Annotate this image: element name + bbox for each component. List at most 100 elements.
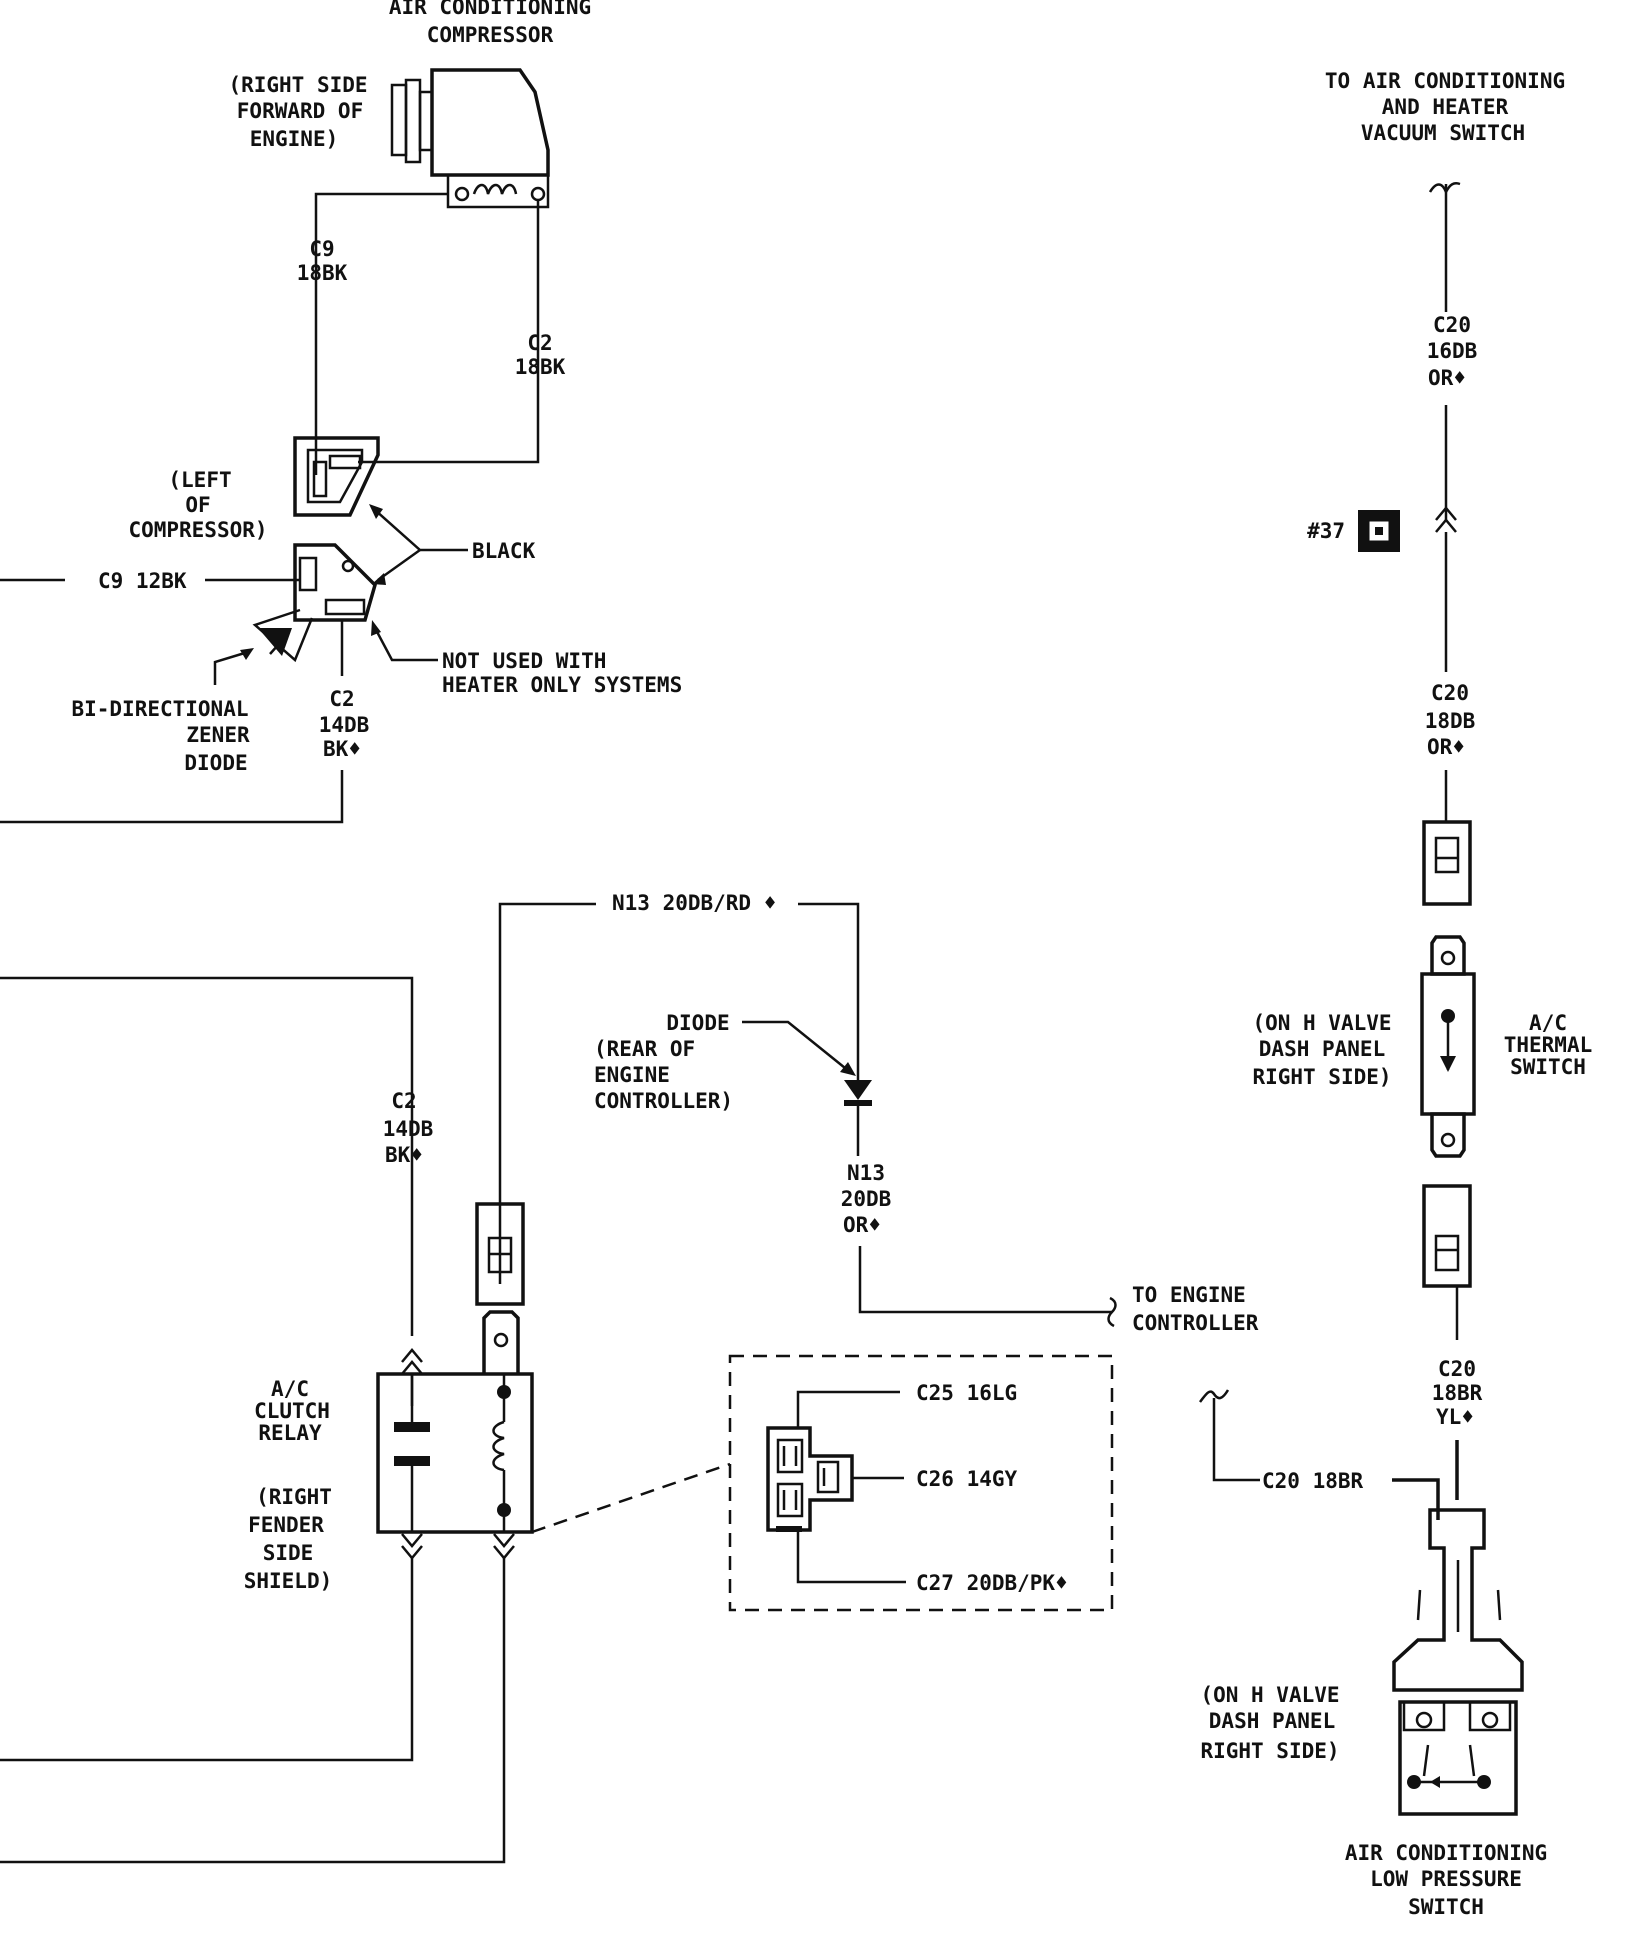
diode-location-3: CONTROLLER)	[594, 1089, 733, 1113]
c20-middle-color: OR♦	[1427, 735, 1465, 759]
lps-name-2: LOW PRESSURE	[1370, 1867, 1522, 1891]
compressor-title-1: AIR CONDITIONING	[389, 0, 591, 19]
c20-upper-code: C20	[1433, 313, 1471, 337]
wire-n13-20db-rd-right	[798, 902, 860, 1080]
wire-n13-to-controller	[858, 1246, 1112, 1314]
wire-c20-side	[1212, 1398, 1260, 1482]
c20-upper-gauge: 16DB	[1427, 339, 1478, 363]
relay-location-1: (RIGHT	[256, 1485, 332, 1509]
thermal-name-1: A/C	[1529, 1011, 1567, 1035]
splice-37-label: #37	[1307, 519, 1345, 543]
compressor-connector-upper	[293, 436, 380, 517]
zener-pointer	[213, 650, 249, 685]
lps-location-3: RIGHT SIDE)	[1200, 1739, 1339, 1763]
engine-controller-label-2: CONTROLLER	[1132, 1311, 1259, 1335]
c20-middle-code: C20	[1431, 681, 1469, 705]
lps-name-1: AIR CONDITIONING	[1345, 1841, 1547, 1865]
thermal-name-2: THERMAL	[1504, 1033, 1593, 1057]
n13-lower-code: N13	[847, 1161, 885, 1185]
c20-upper-color: OR♦	[1428, 366, 1466, 390]
thermal-name-3: SWITCH	[1510, 1055, 1586, 1079]
zener-label-1: BI-DIRECTIONAL	[71, 697, 248, 721]
relay-connector-detail	[728, 1354, 1114, 1612]
relay-location-3: SIDE	[263, 1541, 314, 1565]
connector-location-2: OF	[185, 493, 210, 517]
thermal-location-1: (ON H VALVE	[1252, 1011, 1391, 1035]
relay-connector-upper	[475, 1202, 525, 1306]
c20-side-break	[1198, 1389, 1230, 1403]
connector-location-3: COMPRESSOR)	[128, 518, 267, 542]
n13-lower-gauge: 20DB	[841, 1187, 892, 1211]
ac-compressor	[390, 68, 550, 209]
thermal-location-3: RIGHT SIDE)	[1252, 1065, 1391, 1089]
black-arrow-lower	[377, 548, 421, 582]
zener-label-3: DIODE	[184, 751, 247, 775]
c9-code: C9	[309, 237, 334, 261]
zener-pointer-head	[240, 648, 254, 660]
wire-c2-18bk	[358, 200, 540, 464]
relay-location-4: SHIELD)	[244, 1569, 333, 1593]
c2-relay-color: BK♦	[385, 1143, 423, 1167]
c2-connector-color: BK♦	[323, 737, 361, 761]
compressor-location-1: (RIGHT SIDE	[228, 73, 367, 97]
lps-location-1: (ON H VALVE	[1200, 1683, 1339, 1707]
c9-gauge: 18BK	[297, 261, 348, 285]
compressor-location-2: FORWARD OF	[237, 99, 363, 123]
relay-terminal-tab	[482, 1310, 520, 1374]
splice-37-icon-dot	[1375, 527, 1383, 535]
not-used-pointer-head	[371, 620, 381, 636]
detail-leader	[531, 1462, 731, 1534]
c25-label: C25 16LG	[916, 1381, 1017, 1405]
wire-n13-20db-rd-left	[498, 902, 596, 1284]
c2-connector-gauge: 14DB	[319, 713, 370, 737]
compressor-connector-lower	[293, 543, 377, 622]
relay-name-2: CLUTCH	[254, 1399, 330, 1423]
lps-location-2: DASH PANEL	[1209, 1709, 1335, 1733]
ac-clutch-relay	[376, 1372, 534, 1534]
wire-c20-side-right	[1392, 1478, 1440, 1520]
diode-location-1: (REAR OF	[594, 1037, 695, 1061]
wire-c27	[796, 1532, 906, 1584]
relay-connector-face	[766, 1426, 854, 1532]
c2-code: C2	[527, 331, 552, 355]
thermal-switch-connector-upper	[1422, 820, 1472, 906]
diode-pointer	[742, 1020, 851, 1073]
c20-lower-gauge: 18BR	[1432, 1381, 1483, 1405]
splice-37-symbol	[1435, 506, 1457, 533]
zener-diode	[252, 608, 314, 663]
thermal-location-2: DASH PANEL	[1259, 1037, 1385, 1061]
relay-location-2: FENDER	[248, 1513, 324, 1537]
diode-pointer-head	[840, 1062, 856, 1076]
vacuum-switch-label-1: TO AIR CONDITIONING	[1325, 69, 1565, 93]
black-arrowhead-lower	[372, 573, 386, 585]
c27-label: C27 20DB/PK♦	[916, 1571, 1068, 1595]
vacuum-switch-label-2: AND HEATER	[1382, 95, 1509, 119]
c2-relay-gauge: 14DB	[383, 1117, 434, 1141]
not-used-pointer	[373, 627, 438, 662]
color-black-label: BLACK	[472, 539, 536, 563]
relay-arrow-bottom-right	[493, 1533, 515, 1560]
c20-lower-color: YL♦	[1436, 1405, 1474, 1429]
low-pressure-switch	[1392, 1508, 1524, 1816]
c9-12bk-label: C9 12BK	[98, 569, 187, 593]
compressor-title-2: COMPRESSOR	[427, 23, 554, 47]
wire-c25	[796, 1390, 900, 1428]
relay-name-1: A/C	[271, 1377, 309, 1401]
diode-title: DIODE	[666, 1011, 729, 1035]
wire-c9-18bk	[314, 192, 448, 475]
zener-label-2: ZENER	[186, 723, 250, 747]
relay-name-3: RELAY	[258, 1421, 322, 1445]
lps-name-3: SWITCH	[1408, 1895, 1484, 1919]
c20-side-label: C20 18BR	[1262, 1469, 1364, 1493]
wire-c2-14db	[0, 770, 344, 824]
black-arrowhead-upper	[369, 504, 383, 519]
relay-arrow-bottom-left	[401, 1533, 423, 1560]
c2-connector-code: C2	[329, 687, 354, 711]
not-used-label-1: NOT USED WITH	[442, 649, 606, 673]
thermal-switch	[1420, 935, 1476, 1158]
c20-lower-code: C20	[1438, 1357, 1476, 1381]
c26-label: C26 14GY	[916, 1467, 1018, 1491]
diode-location-2: ENGINE	[594, 1063, 670, 1087]
engine-controller-label-1: TO ENGINE	[1132, 1283, 1246, 1307]
